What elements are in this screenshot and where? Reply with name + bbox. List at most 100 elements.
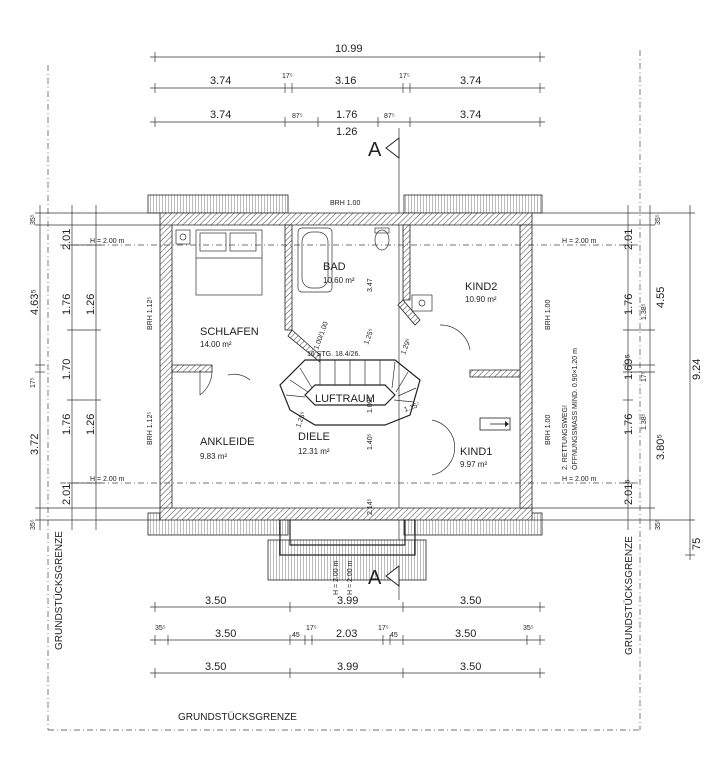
- dim-left-i3: 1.70: [61, 359, 73, 380]
- dim-right-i2: 1.76: [623, 294, 635, 315]
- dim-top-r2-sub: 1.26: [336, 126, 357, 138]
- property-boundary: [47, 50, 641, 731]
- dim-right-o6: 75: [691, 538, 703, 550]
- room-area-diele: 12.31 m²: [298, 447, 330, 456]
- dim-overall-width: 10.99: [335, 43, 363, 55]
- room-name-kind1: KIND1: [460, 446, 492, 458]
- room-area-schlafen: 14.00 m²: [200, 340, 232, 349]
- exit-sign-icon: [479, 417, 511, 431]
- dim-top-r2-e: 3.74: [460, 109, 481, 121]
- dim-left-o4: 3.72: [29, 434, 41, 455]
- room-area-kind2: 10.90 m²: [465, 295, 497, 304]
- section-label-top: A: [368, 139, 382, 161]
- bathtub: [297, 227, 333, 293]
- left-dimensions: [35, 205, 172, 530]
- brh-top: BRH 1.00: [330, 200, 360, 207]
- boundary-label-left: GRUNDSTÜCKSGRENZE: [53, 531, 65, 650]
- dim-top-r2-d: 87⁵: [384, 113, 395, 120]
- outer-walls: [159, 212, 533, 556]
- dim-bot-r3-a: 3.50: [205, 661, 226, 673]
- misc-dim-9: 2.14⁵: [367, 498, 374, 515]
- brh-right-lower: BRH 1.00: [545, 415, 552, 445]
- dim-right-i3: 1.69⁵: [623, 354, 635, 380]
- dim-bot-r2-h: 3.50: [455, 628, 476, 640]
- stair-label: 16 STG. 18.4/26.: [307, 351, 360, 358]
- dim-top-r1-a: 3.74: [210, 75, 231, 87]
- dim-left-o2: 4.63⁵: [29, 289, 41, 315]
- boundary-label-bottom: GRUNDSTÜCKSGRENZE: [178, 711, 297, 723]
- dim-right-o4: 3.80⁵: [655, 434, 667, 460]
- h-label-br: H = 2.00 m: [562, 476, 597, 483]
- dim-left-i5: 2.01: [61, 484, 73, 505]
- dim-top-r1-d: 17⁵: [399, 73, 410, 80]
- dim-bot-r2-e: 2.03: [336, 628, 357, 640]
- section-label-bottom: A: [368, 567, 382, 589]
- h-label-tl: H = 2.00 m: [90, 238, 125, 245]
- room-name-diele: DIELE: [298, 431, 330, 443]
- misc-dim-6: 1.15⁷: [403, 402, 421, 414]
- top-dimensions: [150, 52, 545, 127]
- dim-right-j2: 17⁵: [641, 371, 648, 382]
- dim-right-j1: 1.38⁵: [641, 303, 648, 320]
- brh-left-lower: BRH 1.12⁵: [147, 412, 154, 445]
- dim-left-j2: 1.26: [85, 414, 97, 435]
- brh-right-upper: BRH 1.00: [545, 300, 552, 330]
- dim-right-o3: 9.24: [691, 359, 703, 380]
- dim-top-r1-c: 3.16: [335, 75, 356, 87]
- dim-right-i5: 2.01⁵: [623, 479, 635, 505]
- dim-bot-r2-b: 3.50: [215, 628, 236, 640]
- room-area-ankleide: 9.83 m²: [200, 452, 227, 461]
- toilet: [374, 227, 390, 251]
- dim-right-i4: 1.76: [623, 414, 635, 435]
- misc-dim-7: 1.40⁵: [367, 433, 374, 450]
- dim-bot-r3-b: 3.99: [337, 661, 358, 673]
- dim-bot-r2-c: 45: [292, 632, 300, 639]
- dim-bot-r1-c: 3.50: [460, 595, 481, 607]
- bottom-dimensions: [150, 602, 545, 678]
- washbasin-left: [175, 229, 191, 245]
- dim-bot-r1-a: 3.50: [205, 595, 226, 607]
- room-area-kind1: 9.97 m²: [460, 460, 487, 469]
- dim-right-o2: 4.55: [655, 287, 667, 308]
- dim-bot-r2-d: 17⁵: [306, 625, 317, 632]
- boundary-label-right: GRUNDSTÜCKSGRENZE: [623, 536, 635, 655]
- dim-right-o1: 35⁵: [655, 214, 662, 225]
- section-marker-top: [385, 128, 400, 600]
- height-lines: [60, 244, 640, 484]
- dim-bot-r1-b: 3.99: [337, 595, 358, 607]
- dim-right-i1: 2.01: [623, 229, 635, 250]
- sink: [411, 294, 433, 312]
- dim-right-o5: 35⁵: [655, 519, 662, 530]
- bottom-h-1: H = 2.00 m: [333, 560, 340, 595]
- section-marker-bottom: [385, 564, 400, 588]
- dim-top-r2-b: 87⁵: [292, 113, 303, 120]
- doors: [199, 324, 471, 476]
- room-name-schlafen: SCHLAFEN: [200, 326, 259, 338]
- dim-left-i4: 1.76: [61, 414, 73, 435]
- right-dimensions: [532, 205, 695, 560]
- misc-dim-8: 1.29⁵: [400, 338, 412, 356]
- dim-bot-r2-a: 35⁵: [155, 625, 166, 632]
- dim-left-o1: 35⁵: [30, 214, 37, 225]
- dim-left-o5: 35⁵: [30, 519, 37, 530]
- dim-top-r2-c: 1.76: [336, 109, 357, 121]
- bottom-h-2: H = 2.00 m: [347, 560, 354, 595]
- dim-right-j3: 1.38⁵: [641, 413, 648, 430]
- brh-left-upper: BRH 1.12⁵: [147, 297, 154, 330]
- misc-dim-5: 1.09⁵: [367, 396, 374, 413]
- room-name-ankleide: ANKLEIDE: [200, 436, 254, 448]
- dim-bot-r2-g: 45: [390, 632, 398, 639]
- interior-walls: [171, 224, 521, 378]
- dim-left-o3: 17⁵: [30, 377, 37, 388]
- room-name-kind2: KIND2: [465, 281, 497, 293]
- bed: [195, 229, 263, 296]
- staircase: [279, 359, 421, 426]
- dim-top-r2-a: 3.74: [210, 109, 231, 121]
- misc-dim-4: 1.25⁵: [363, 328, 375, 346]
- misc-dim-2: 3.47: [367, 278, 374, 292]
- h-label-tr: H = 2.00 m: [562, 238, 597, 245]
- dim-left-i1: 2.01: [61, 229, 73, 250]
- room-name-bad: BAD: [323, 261, 346, 273]
- misc-dim-1: 1.00/1.00: [313, 321, 330, 351]
